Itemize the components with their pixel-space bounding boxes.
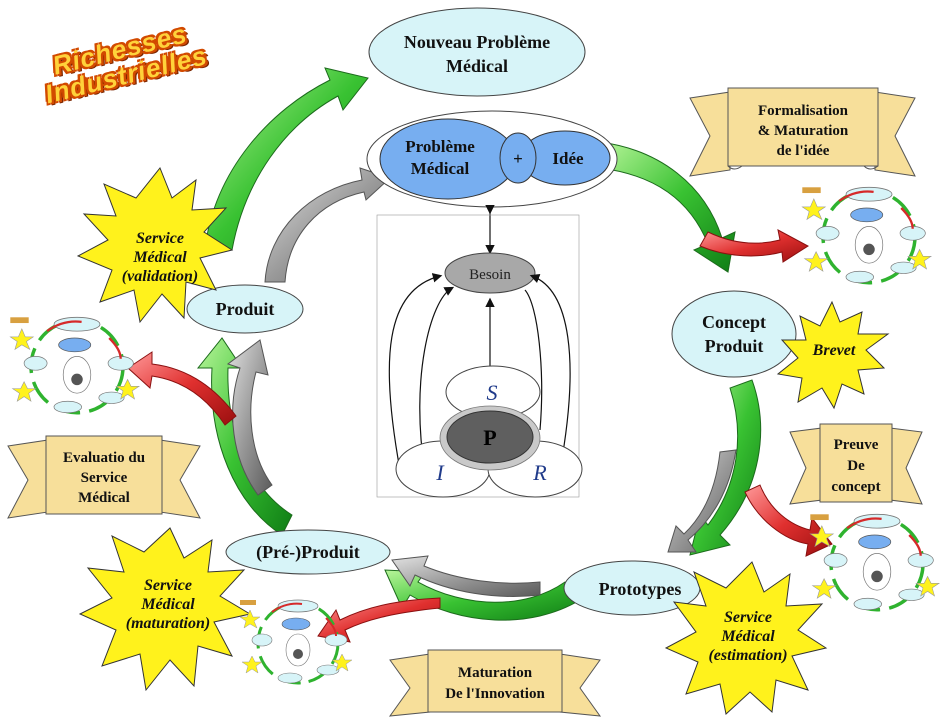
new-problem-line1: Nouveau Problème (404, 32, 550, 52)
banner-preuve-line3: concept (831, 479, 880, 495)
core-frame (376, 214, 580, 498)
p-circle (446, 410, 534, 464)
pre-produit-label: (Pré-)Produit (256, 542, 360, 563)
star-validation-line3: (validation) (122, 268, 198, 285)
p-label: P (483, 425, 496, 450)
arrow-green-to-concept (599, 141, 736, 273)
arrow-red-preuve (744, 484, 833, 557)
probleme-line2: Médical (411, 159, 470, 178)
probleme-line1: Problème (405, 137, 475, 156)
arrow-red-formalisation (699, 229, 809, 263)
arrow-red-maturation (317, 597, 441, 643)
loop-inner-right (524, 289, 543, 431)
loop-left (388, 273, 443, 471)
besoin-ellipse (444, 252, 536, 294)
arrow-green-to-pre-produit (384, 569, 581, 621)
banner-evaluation-line3: Médical (78, 490, 130, 506)
star-maturation-line3: (maturation) (126, 615, 210, 632)
banner-preuve-line1: Preuve (834, 437, 879, 453)
produit-label: Produit (216, 299, 275, 319)
arrow-green-to-prototypes (689, 379, 762, 556)
banner-maturation-line2: De l'Innovation (445, 686, 545, 702)
star-estimation (664, 561, 828, 715)
arrow-gray-top (264, 167, 391, 283)
new-problem-line2: Médical (446, 56, 508, 76)
concept-produit-ellipse (671, 290, 797, 378)
banner-evaluation-line1: Evaluatio du (63, 450, 145, 466)
star-maturation-line1: Service (144, 577, 192, 594)
banner-preuve-line2: De (847, 458, 865, 474)
star-validation-line1: Service (136, 230, 184, 247)
besoin-label: Besoin (469, 267, 511, 283)
star-estimation-line1: Service (724, 609, 772, 626)
mini-cycle-thumbnail-left (8, 315, 141, 415)
arrow-gray-right (667, 449, 737, 553)
banner-formalisation-line2: & Maturation (758, 123, 849, 139)
concept-line2: Produit (705, 336, 764, 356)
star-maturation (78, 527, 252, 692)
banner-formalisation-line1: Formalisation (758, 103, 849, 119)
produit-ellipse (186, 284, 304, 334)
banner-formalisation (689, 87, 916, 177)
mini-cycle-thumbnail-top-right (800, 185, 933, 285)
arrow-gray-left (226, 339, 273, 496)
star-maturation-line2: Médical (140, 596, 195, 613)
mini-cycle-thumbnail-right (808, 512, 941, 612)
plus-ellipse (499, 132, 537, 184)
r-label: R (532, 460, 547, 485)
banner-evaluation (7, 435, 201, 519)
i-label: I (435, 460, 445, 485)
star-validation-line2: Médical (132, 249, 187, 266)
s-label: S (487, 380, 498, 405)
pre-produit-ellipse (225, 529, 391, 575)
loop-inner-left (419, 286, 455, 473)
loop-right (529, 273, 571, 471)
banner-maturation-innovation (388, 649, 602, 717)
star-brevet (776, 300, 890, 410)
concept-line1: Concept (702, 312, 766, 332)
star-estimation-line3: (estimation) (708, 647, 787, 664)
banner-preuve (789, 423, 923, 505)
plus-sign: + (513, 149, 523, 168)
star-estimation-line2: Médical (720, 628, 775, 645)
star-brevet-label: Brevet (812, 342, 856, 359)
banner-maturation-line1: Maturation (458, 665, 533, 681)
arrow-gray-bottom (391, 555, 541, 597)
arrow-red-evaluation (127, 351, 237, 426)
idee-label: Idée (552, 149, 584, 168)
star-validation (76, 167, 234, 324)
prototypes-label: Prototypes (599, 579, 682, 599)
arrow-green-to-new-problem (204, 67, 369, 251)
banner-formalisation-line3: de l'idée (777, 143, 830, 159)
banner-evaluation-line2: Service (81, 470, 128, 486)
new-problem-ellipse (368, 7, 586, 97)
